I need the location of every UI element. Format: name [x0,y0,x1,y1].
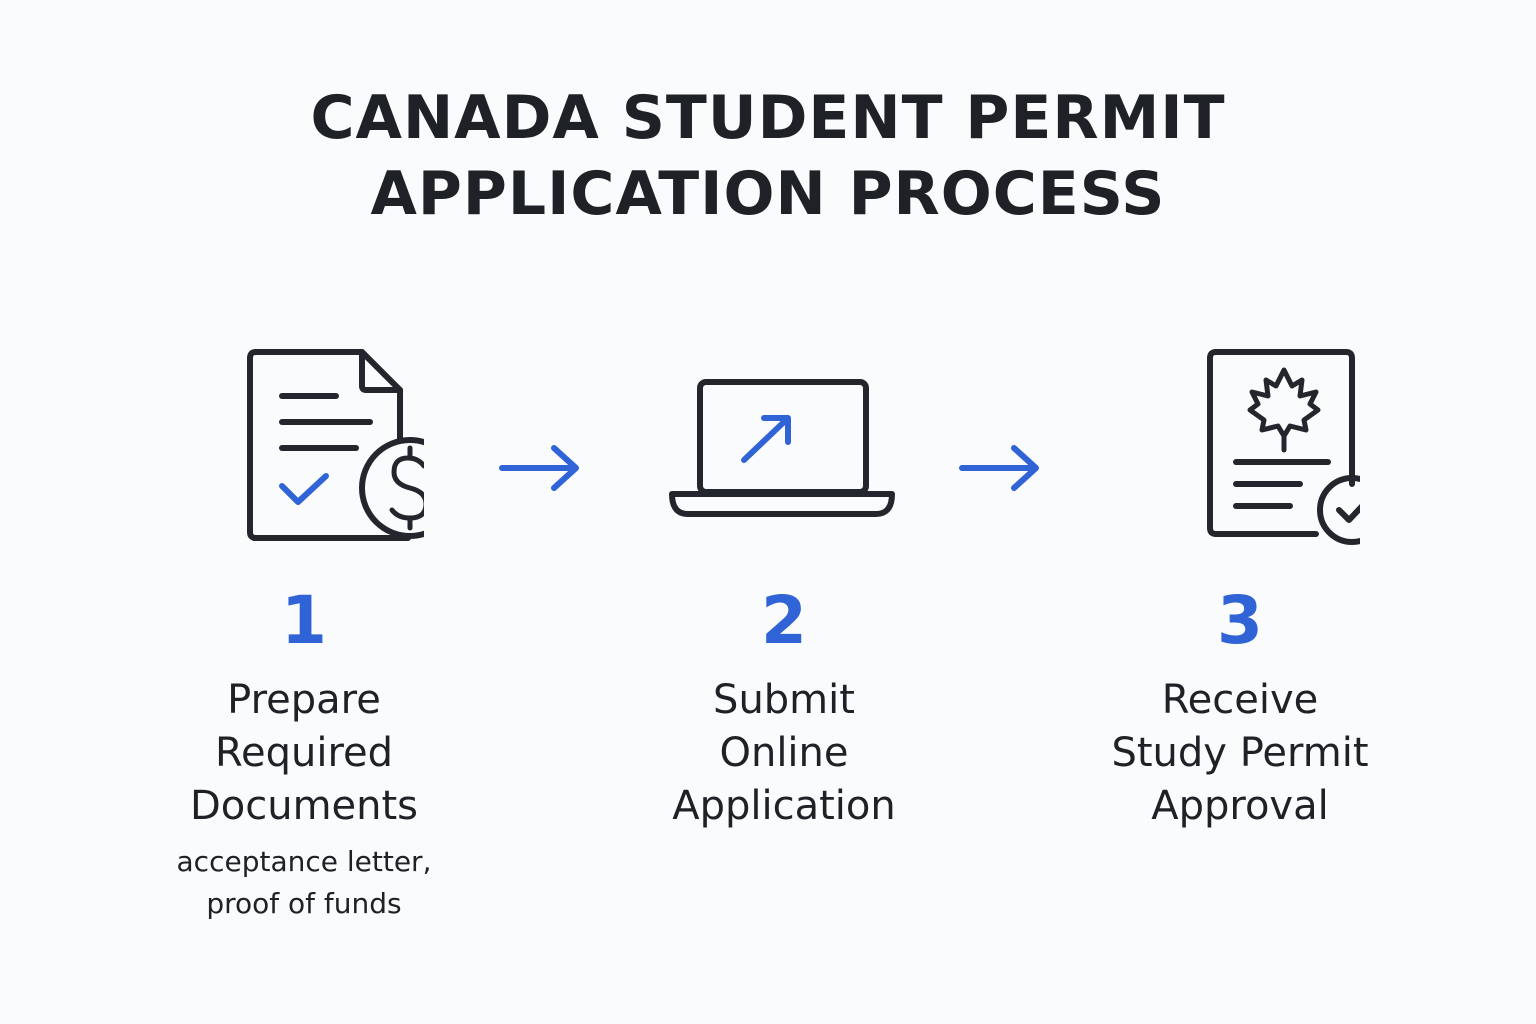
step-number: 2 [761,582,807,659]
step-number: 1 [281,582,327,659]
page-title: CANADA STUDENT PERMIT APPLICATION PROCES… [0,80,1536,232]
arrow-right-icon [959,445,1039,491]
step-1: 1 Prepare Required Documents acceptance … [104,340,504,925]
step-number: 3 [1217,582,1263,659]
step-title: Receive Study Permit Approval [1040,674,1440,833]
document-dollar-icon [247,349,424,541]
laptop-upload-icon [669,379,895,517]
arrow-right-icon [499,445,579,491]
step-title-line: Approval [1151,783,1329,829]
step-title: Submit Online Application [584,674,984,833]
step-3: 3 Receive Study Permit Approval [1040,340,1440,833]
step-2: 2 Submit Online Application [584,340,984,833]
step-title-line: Study Permit [1111,730,1369,776]
step-title: Prepare Required Documents [104,674,504,833]
step-title-line: Prepare [227,677,381,723]
step-title-line: Submit [713,677,855,723]
step-description: acceptance letter, proof of funds [104,841,504,925]
step-title-line: Application [672,783,896,829]
step-description-line: proof of funds [206,887,402,920]
step-title-line: Documents [189,783,419,829]
title-line-1: CANADA STUDENT PERMIT [310,83,1226,153]
maple-leaf-certificate-icon [1207,349,1360,545]
title-line-2: APPLICATION PROCESS [370,159,1166,229]
step-title-line: Required [214,730,394,776]
step-description-line: acceptance letter, [176,845,432,878]
step-title-line: Online [719,730,849,776]
step-title-line: Receive [1161,677,1319,723]
